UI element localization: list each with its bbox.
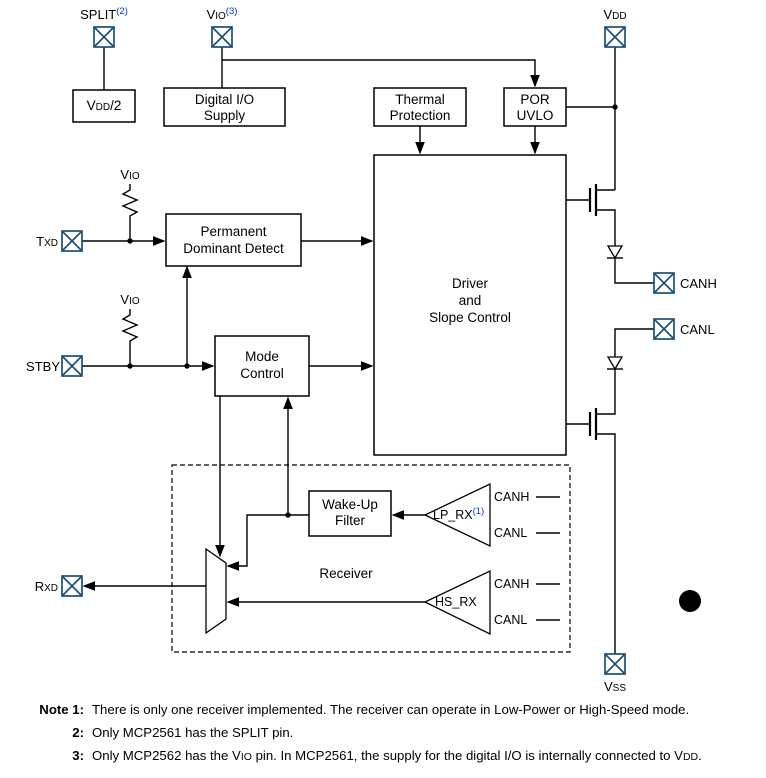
note3-label: 3: (72, 748, 84, 763)
wire-canl-node (614, 328, 654, 357)
split-pin (93, 26, 115, 48)
lprx-label: LP_RX(1) (433, 506, 484, 522)
vio-pin-label: VIO(3) (207, 6, 238, 22)
note-3: 3: Only MCP2562 has the VIO pin. In MCP2… (28, 748, 756, 765)
note-2: 2: Only MCP2561 has the SPLIT pin. (28, 725, 756, 741)
txd-pullup-vio-label: VIO (120, 167, 139, 182)
vio-pin (211, 26, 233, 48)
junction-dot-vdd-rail (612, 104, 618, 110)
thermal-label-2: Protection (390, 108, 451, 123)
note1-label: Note 1: (39, 702, 84, 717)
wire-wakeup-to-mode (283, 396, 309, 516)
stby-pin (61, 355, 83, 377)
wire-highside-source (596, 209, 616, 246)
note1-text: There is only one receiver implemented. … (92, 702, 690, 717)
stby-pullup-vio-label: VIO (120, 292, 139, 307)
vss-pin-label: VSS (604, 679, 626, 694)
canh-pin-label: CANH (680, 276, 717, 291)
wire-wakeup-to-mux (226, 514, 288, 571)
wakeup-label-2: Filter (335, 513, 366, 528)
lprx-canh-label: CANH (494, 490, 529, 504)
wire-canh-node (614, 258, 654, 284)
vdd-half-block (72, 89, 136, 123)
split-pin-label: SPLIT(2) (80, 6, 128, 22)
mode-label-2: Control (240, 366, 284, 381)
note3-text: Only MCP2562 has the VIO pin. In MCP2561… (92, 748, 702, 763)
stby-pin-label: STBY (26, 359, 60, 374)
stby-pullup-resistor (121, 309, 139, 366)
vdd-pin-label: VDD (603, 7, 626, 22)
wakeup-filter-block (308, 490, 392, 537)
wire-lowside-drain (596, 369, 616, 415)
notes-section: Note 1: There is only one receiver imple… (0, 702, 766, 772)
digital-io-supply-block (163, 87, 286, 127)
note-1: Note 1: There is only one receiver imple… (28, 702, 756, 718)
hsrx-canh-label: CANH (494, 577, 529, 591)
driver-slope-control-block (373, 154, 567, 456)
hsrx-canl-label: CANL (494, 613, 527, 627)
hsrx-label: HS_RX (435, 595, 477, 609)
note2-label: 2: (72, 725, 84, 740)
canl-pin-label: CANL (680, 322, 715, 337)
canl-diode (606, 356, 624, 371)
digital-io-label-1: Digital I/O (195, 92, 254, 107)
canl-pin (653, 318, 675, 340)
wire-lowside-source-to-vss (596, 433, 616, 654)
thermal-label-1: Thermal (395, 92, 445, 107)
pdd-label-2: Dominant Detect (183, 241, 284, 256)
canh-diode (606, 245, 624, 260)
lprx-amplifier (423, 482, 491, 548)
lowside-mosfet (588, 408, 598, 440)
junction-dot-wakeup (285, 512, 291, 518)
driver-label-2: and (459, 293, 482, 308)
por-label-2: UVLO (517, 108, 554, 123)
black-dot (679, 590, 701, 612)
txd-pin-label: TXD (36, 234, 58, 249)
rxd-pin-label: RXD (35, 579, 58, 594)
vdd-half-label: VDD/2 (87, 98, 122, 113)
permanent-dominant-detect-block (165, 213, 302, 267)
rxd-mux (205, 547, 227, 635)
digital-io-label-2: Supply (204, 108, 246, 123)
block-diagram: SPLIT(2) VIO(3) VDD TXD STBY RXD CANH CA… (26, 6, 717, 694)
note2-text: Only MCP2561 has the SPLIT pin. (92, 725, 294, 740)
wakeup-label-1: Wake-Up (322, 497, 378, 512)
junction-dot-txd (127, 238, 133, 244)
vss-pin (604, 653, 626, 675)
junction-dot-stby2 (184, 363, 190, 369)
highside-mosfet (588, 184, 598, 216)
rxd-pin (61, 575, 83, 597)
mode-label-1: Mode (245, 349, 279, 364)
vdd-pin (604, 26, 626, 48)
receiver-label: Receiver (319, 566, 373, 581)
driver-label-3: Slope Control (429, 310, 511, 325)
pdd-label-1: Permanent (200, 224, 266, 239)
junction-dot-stby1 (127, 363, 133, 369)
lprx-canl-label: CANL (494, 526, 527, 540)
por-label-1: POR (520, 92, 550, 107)
receiver-dashed-box (171, 464, 571, 653)
txd-pullup-resistor (121, 184, 139, 241)
txd-pin (61, 230, 83, 252)
canh-pin (653, 272, 675, 294)
hsrx-amplifier (423, 569, 491, 636)
mode-control-block (214, 335, 310, 397)
driver-label-1: Driver (452, 276, 489, 291)
wire-vio-to-por (222, 59, 540, 88)
